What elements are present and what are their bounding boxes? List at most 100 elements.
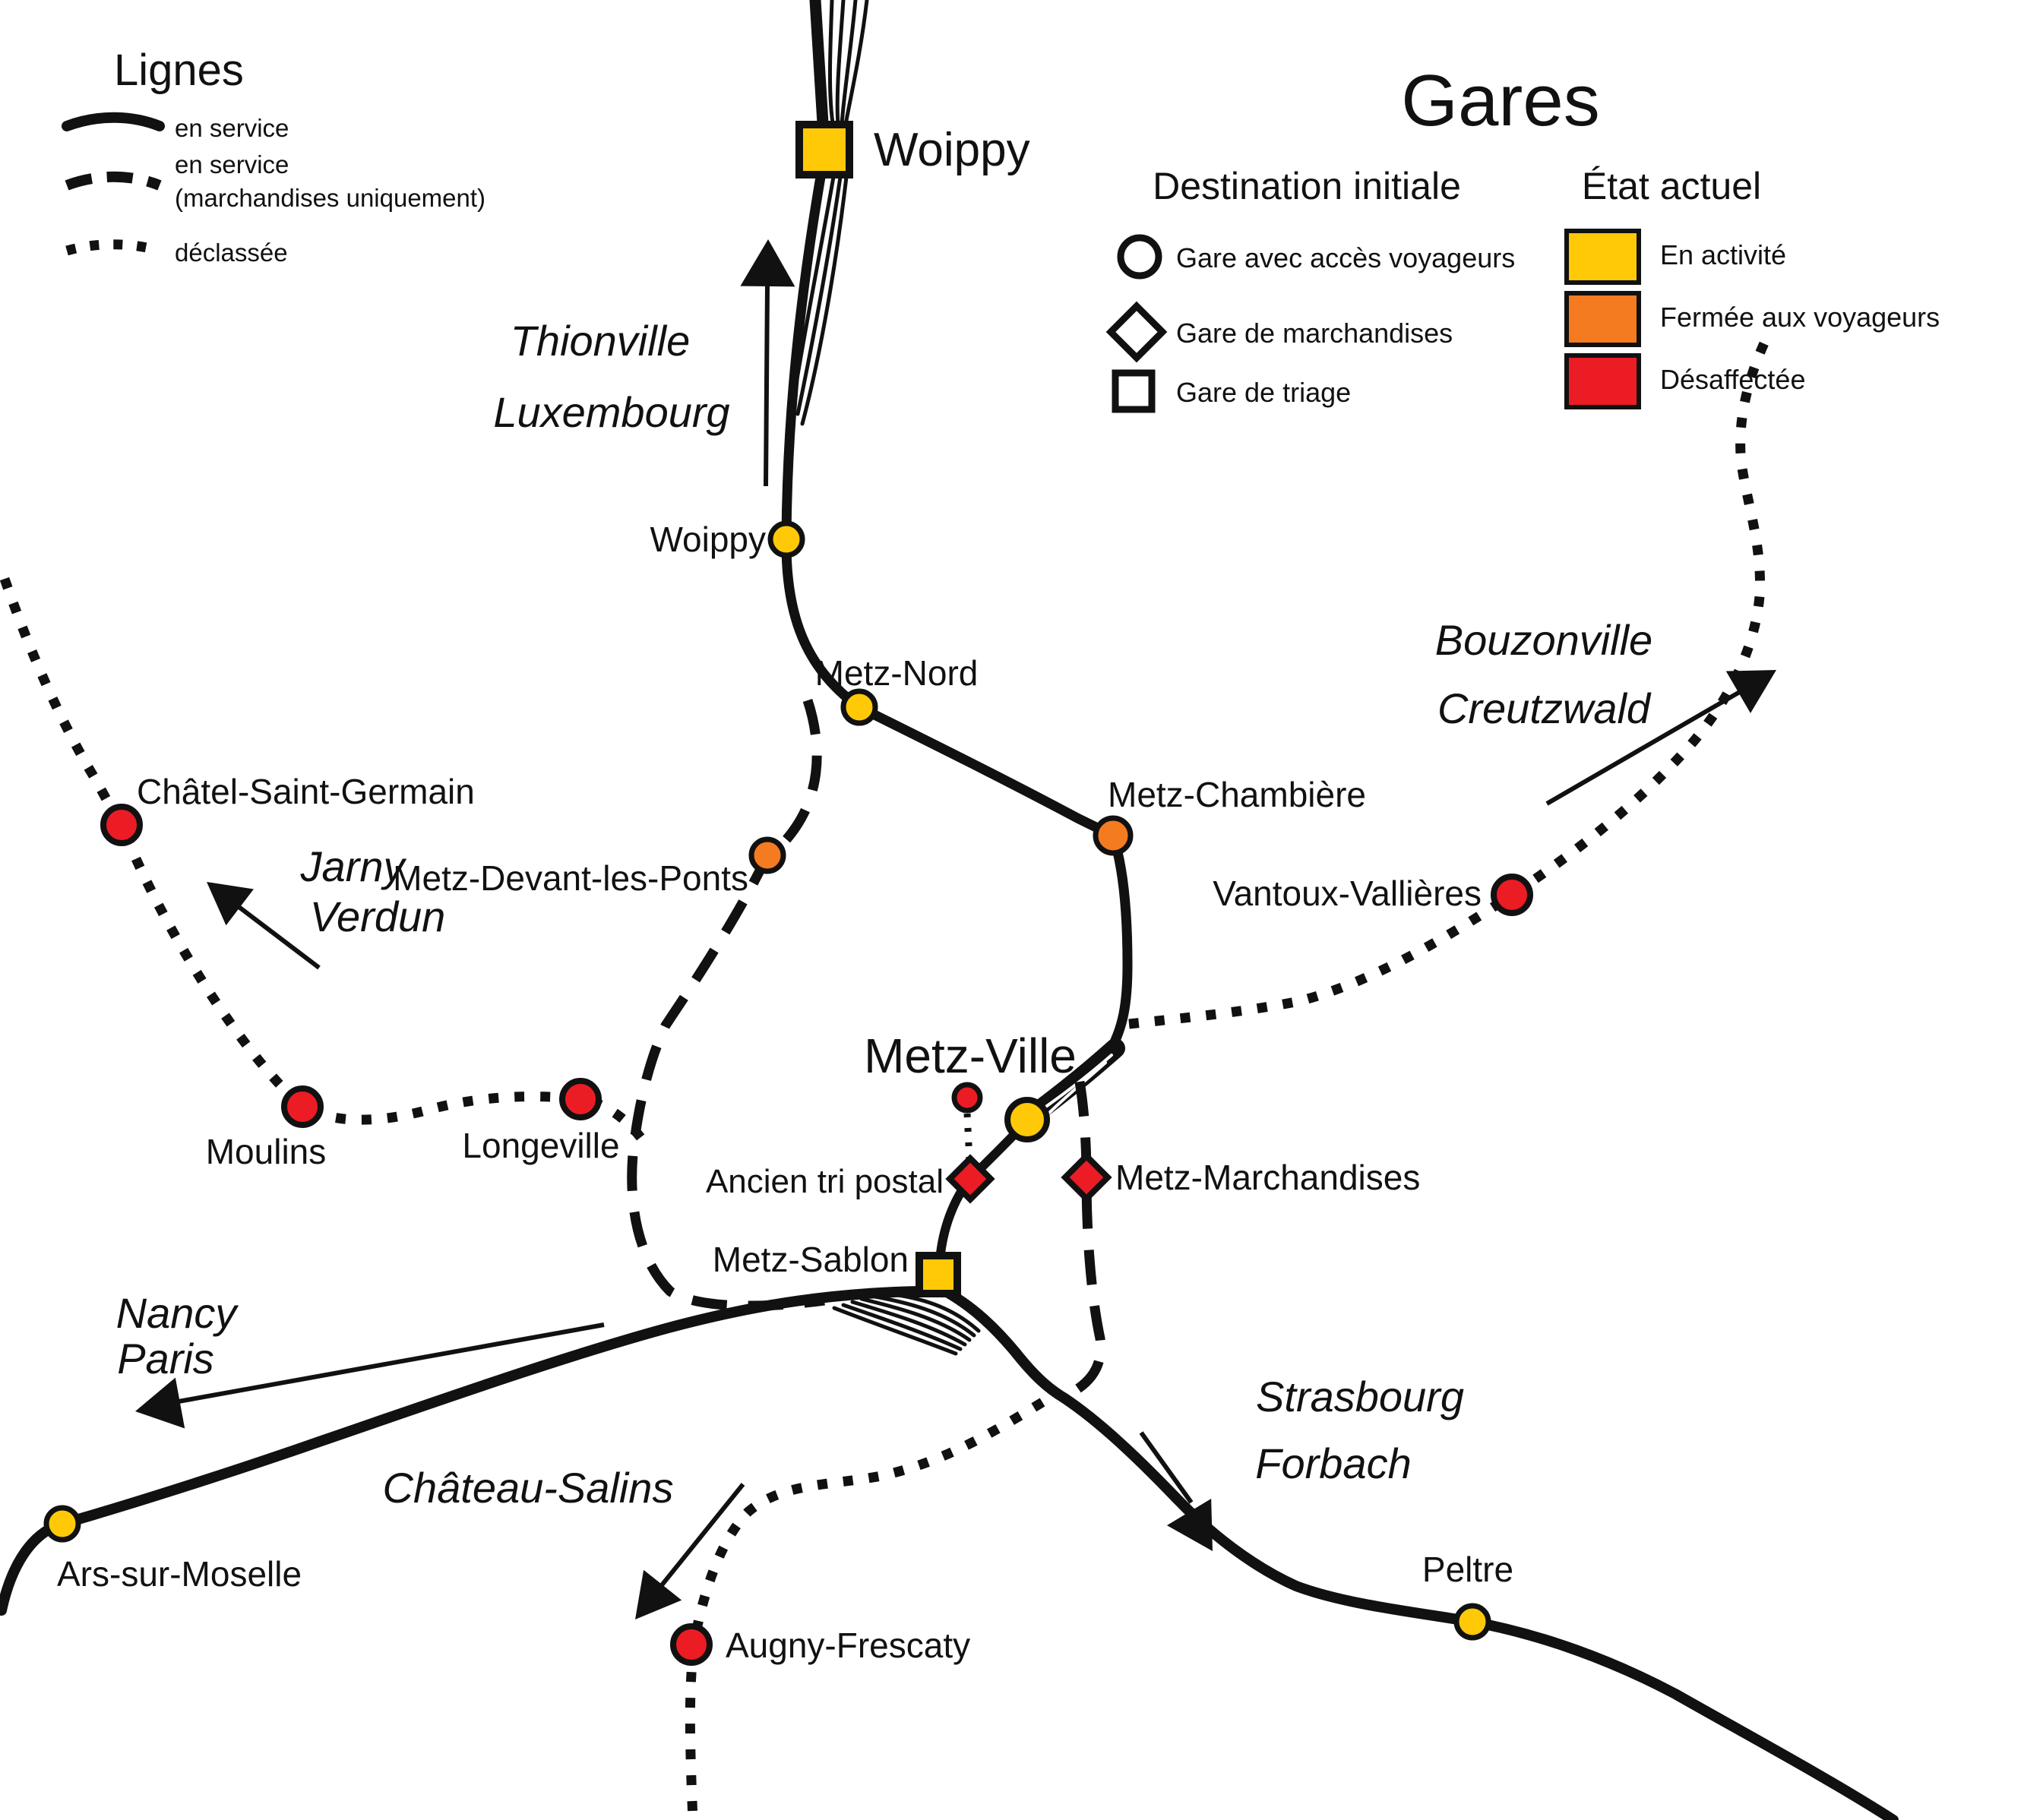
dir-nancy: Nancy: [116, 1289, 239, 1337]
legend-gares-title: Gares: [1401, 60, 1599, 141]
station-metz-ville-annexe: [951, 1082, 983, 1114]
rail-thionville-main-upper: [809, 0, 829, 129]
station-label-chatel-saint-germain: Châtel-Saint-Germain: [137, 772, 475, 811]
rail-declassee-vantoux: [1128, 328, 1775, 1029]
rail-sablon-fan-3: [859, 1297, 972, 1342]
dir-creutzwald: Creutzwald: [1437, 684, 1652, 732]
station-woippy-triage: [795, 121, 853, 179]
station-label-metz-chambiere: Metz-Chambière: [1108, 775, 1366, 814]
rail-woippy-yard-track-4: [843, 0, 869, 127]
rail-tri-postal-connector: [963, 1113, 973, 1161]
legend-dashed-line-label2: (marchandises uniquement): [175, 184, 485, 212]
station-augny-frescaty: [670, 1623, 713, 1666]
rail-declassee-jarny: [0, 577, 649, 1145]
rail-declassee-chateau-salins: [685, 1398, 1045, 1820]
arrow-jarny-verdun-head-icon: [207, 882, 254, 926]
station-label-vantoux-vallieres: Vantoux-Vallières: [1213, 874, 1482, 913]
legend-lignes: Lignes en service en service (marchandis…: [62, 46, 485, 267]
dir-strasbourg: Strasbourg: [1256, 1373, 1464, 1420]
freight-station-icon: [1105, 301, 1168, 363]
rail-freight-marchandises-loop: [1061, 1080, 1106, 1401]
arrow-jarny-verdun-shaft: [223, 894, 321, 970]
station-labels: WoippyWoippyMetz-NordMetz-Devant-les-Pon…: [57, 124, 1513, 1665]
legend-passenger-label: Gare avec accès voyageurs: [1176, 242, 1515, 273]
dir-verdun: Verdun: [310, 893, 446, 940]
station-label-metz-ville: Metz-Ville: [864, 1028, 1077, 1083]
station-vantoux-vallieres: [1491, 874, 1533, 916]
dir-chateau-salins: Château-Salins: [383, 1464, 674, 1512]
station-label-augny-frescaty: Augny-Frescaty: [726, 1626, 970, 1665]
rail-sablon-fan-1: [878, 1291, 981, 1333]
rail-freight-nord-loop: [627, 698, 825, 1311]
legend-dashed-line-label: en service: [175, 150, 289, 179]
arrow-strasbourg-head-icon: [1166, 1499, 1213, 1551]
legend-dashed-line-swatch: [65, 171, 162, 191]
rail-band-streak-1: [1038, 1054, 1113, 1113]
station-metz-chambiere: [1093, 815, 1134, 856]
rail-sablon-fan-2: [868, 1294, 976, 1338]
station-label-ars-sur-moselle: Ars-sur-Moselle: [57, 1554, 302, 1594]
status-active-label: En activité: [1660, 239, 1786, 270]
station-metz-ville: [1004, 1097, 1050, 1142]
legend-gares: Gares Destination initiale État actuel G…: [1105, 60, 1940, 413]
arrow-chateau-salins-shaft: [653, 1483, 745, 1595]
legend-etat-header: État actuel: [1582, 165, 1761, 207]
rail-woippy-yard-track-7: [800, 175, 849, 426]
direction-arrows: [135, 239, 1776, 1619]
legend-destination-header: Destination initiale: [1153, 165, 1461, 207]
yard-station-icon: [1112, 369, 1156, 413]
rail-sablon-fan-6: [832, 1306, 958, 1356]
station-metz-nord: [840, 688, 878, 726]
arrow-nancy-paris-shaft: [178, 1322, 605, 1404]
station-ars-sur-moselle: [43, 1505, 81, 1543]
rail-woippy-yard-track-2: [835, 0, 846, 126]
dir-bouzonville: Bouzonville: [1435, 616, 1652, 664]
rail-sablon-fan-4: [850, 1300, 967, 1347]
station-label-woippy-triage: Woippy: [874, 124, 1030, 176]
dir-jarny: Jarny: [300, 842, 407, 890]
rail-sablon-fan-5: [841, 1303, 963, 1351]
legend-yard-label: Gare de triage: [1176, 377, 1351, 408]
rail-main-north-south: [781, 172, 1133, 1055]
station-label-metz-marchandises: Metz-Marchandises: [1115, 1158, 1420, 1197]
arrow-bouzonville-shaft: [1545, 685, 1749, 806]
legend-dotted-line-swatch: [65, 239, 161, 256]
rail-main-southeast-forbach: [943, 1288, 1899, 1820]
station-label-metz-devant-les-ponts: Metz-Devant-les-Ponts: [393, 858, 748, 898]
station-label-metz-sablon: Metz-Sablon: [713, 1240, 909, 1279]
station-longeville: [559, 1078, 602, 1120]
arrow-bouzonville-head-icon: [1725, 670, 1776, 713]
rail-woippy-yard-track-6: [795, 175, 843, 416]
arrow-thionville-head-icon: [740, 239, 795, 287]
legend-solid-line-label: en service: [175, 114, 289, 142]
station-peltre: [1453, 1603, 1491, 1641]
station-label-moulins: Moulins: [206, 1132, 327, 1171]
rail-woippy-yard-track-1: [827, 0, 835, 125]
station-ancien-tri-postal: [945, 1154, 995, 1204]
arrow-thionville-shaft: [764, 284, 770, 487]
station-label-ancien-tri-postal: Ancien tri postal: [706, 1163, 944, 1200]
station-label-longeville: Longeville: [462, 1126, 619, 1165]
status-disused-label: Désaffectée: [1660, 364, 1805, 395]
arrow-nancy-paris-head-icon: [135, 1377, 185, 1429]
status-closed-swatch: [1564, 291, 1641, 347]
rail-band-streak-2: [1045, 1061, 1107, 1117]
dir-paris: Paris: [117, 1335, 214, 1382]
direction-labels: ThionvilleLuxembourgBouzonvilleCreutzwal…: [116, 317, 1653, 1512]
arrow-strasbourg-shaft: [1139, 1431, 1194, 1504]
status-closed-label: Fermée aux voyageurs: [1660, 302, 1940, 333]
dir-luxembourg: Luxembourg: [493, 388, 729, 436]
station-markers: [43, 121, 1533, 1666]
legend-freight-label: Gare de marchandises: [1176, 318, 1453, 349]
station-label-peltre: Peltre: [1422, 1550, 1513, 1589]
legend-dotted-line-label: déclassée: [175, 239, 288, 267]
station-label-metz-nord: Metz-Nord: [815, 653, 979, 693]
legend-solid-line-swatch: [62, 112, 165, 131]
station-woippy: [767, 520, 805, 558]
legend-lignes-title: Lignes: [114, 46, 244, 95]
station-metz-sablon: [916, 1252, 961, 1297]
status-disused-swatch: [1564, 353, 1641, 409]
station-moulins: [281, 1085, 324, 1128]
